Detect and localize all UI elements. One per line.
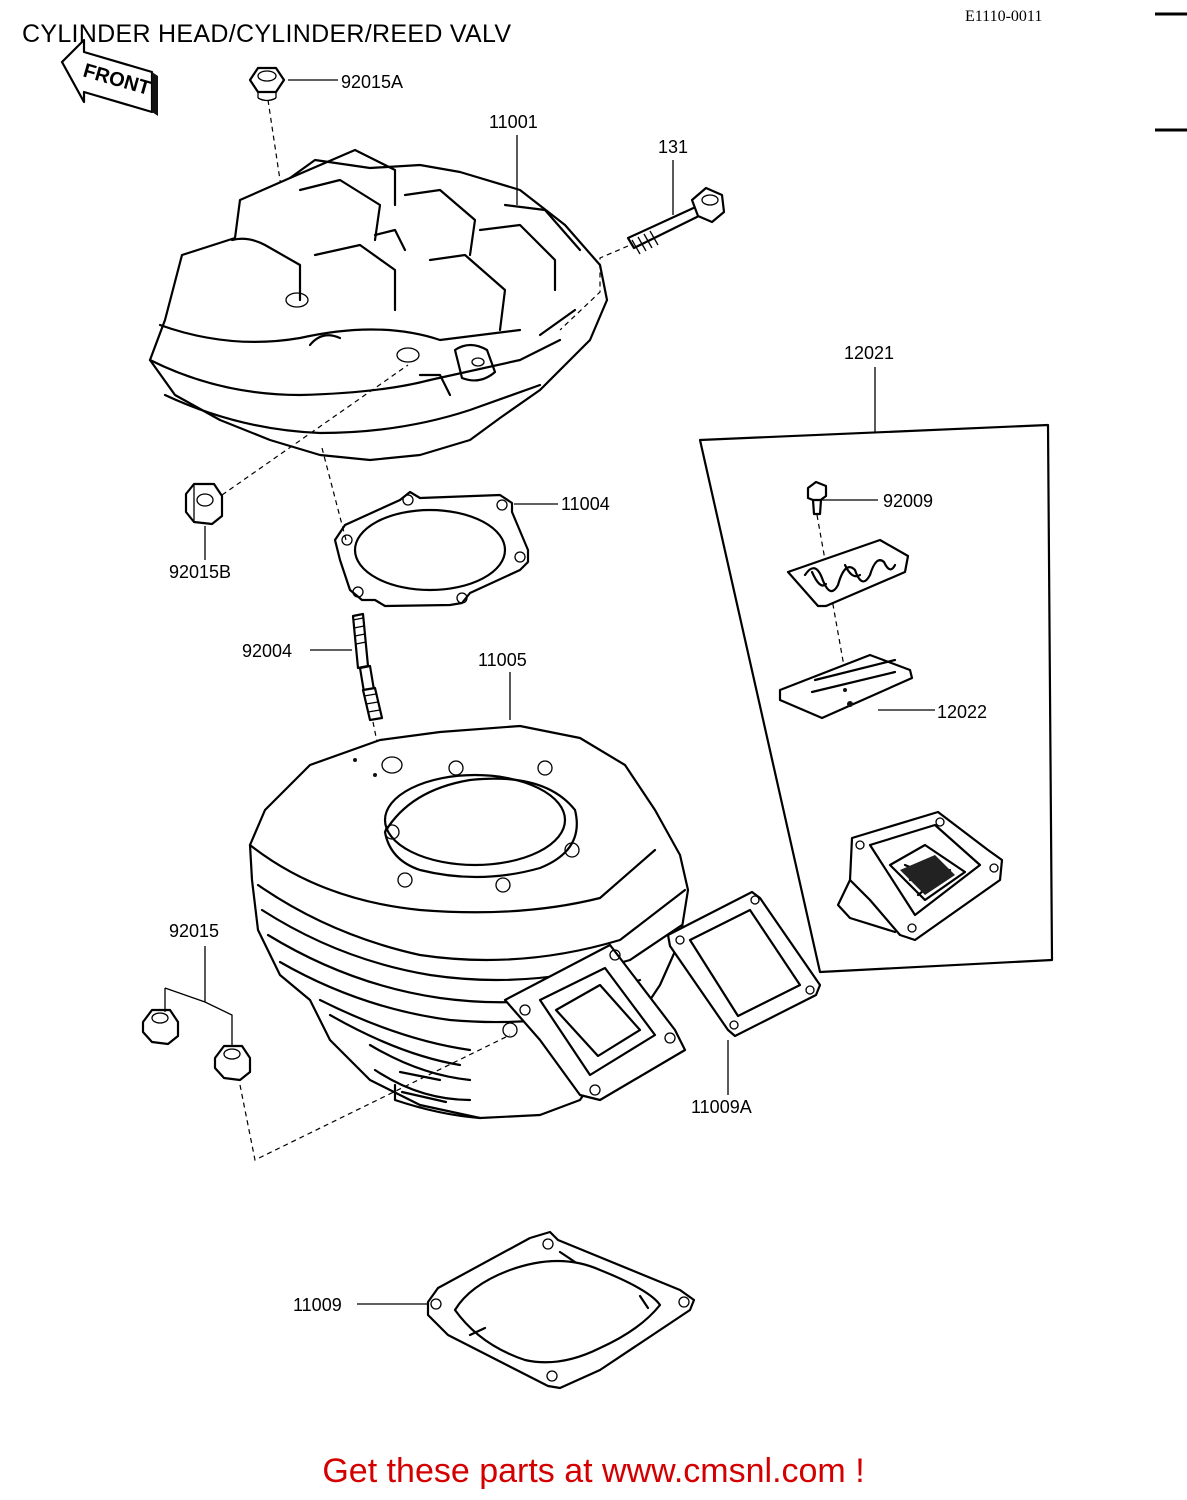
stud-bolt-92004 xyxy=(351,612,384,722)
part-label-92015: 92015 xyxy=(169,921,220,941)
axis-bolt-131 xyxy=(559,245,629,331)
nut-92015a xyxy=(248,66,286,102)
part-label-11004: 11004 xyxy=(561,494,610,514)
axis-nuts-92015 xyxy=(239,1034,511,1161)
diagram-code: E1110-0011 xyxy=(965,8,1043,25)
axis-head-gasket xyxy=(321,447,347,541)
part-label-11001: 11001 xyxy=(489,112,538,132)
reed-valve-block xyxy=(836,810,1004,942)
part-label-12021: 12021 xyxy=(844,343,895,363)
part-label-92004: 92004 xyxy=(242,641,293,661)
cylinder-11005 xyxy=(248,724,690,1120)
axis-nut-92015b xyxy=(221,364,409,496)
part-label-92015b: 92015B xyxy=(169,562,232,582)
part-label-12022: 12022 xyxy=(937,702,988,722)
part-label-92015a: 92015A xyxy=(341,72,404,92)
part-label-11009: 11009 xyxy=(293,1295,342,1315)
part-label-11009a: 11009A xyxy=(691,1097,752,1117)
reed-valve-kit-frame-12021 xyxy=(698,423,1054,974)
part-label-131: 131 xyxy=(658,137,689,157)
leader-lines xyxy=(164,79,935,1305)
reed-12022 xyxy=(778,653,914,720)
front-arrow-icon: FRONT xyxy=(60,38,158,116)
nut-92015-right xyxy=(213,1044,252,1082)
nut-92015-left xyxy=(141,1008,180,1046)
cylinder-head-11001 xyxy=(148,148,609,462)
part-label-11005: 11005 xyxy=(478,650,527,670)
footer-cta-link[interactable]: Get these parts at www.cmsnl.com ! xyxy=(322,1452,865,1490)
intake-gasket-11009a xyxy=(666,890,822,1038)
bolt-131 xyxy=(626,186,726,255)
screw-92009 xyxy=(806,480,828,516)
head-gasket-11004 xyxy=(333,490,530,608)
part-label-92009: 92009 xyxy=(883,491,934,511)
reed-stopper xyxy=(786,538,910,608)
base-gasket-11009 xyxy=(426,1230,696,1390)
page-title: CYLINDER HEAD/CYLINDER/REED VALV xyxy=(22,20,512,48)
nut-92015b xyxy=(184,482,224,526)
